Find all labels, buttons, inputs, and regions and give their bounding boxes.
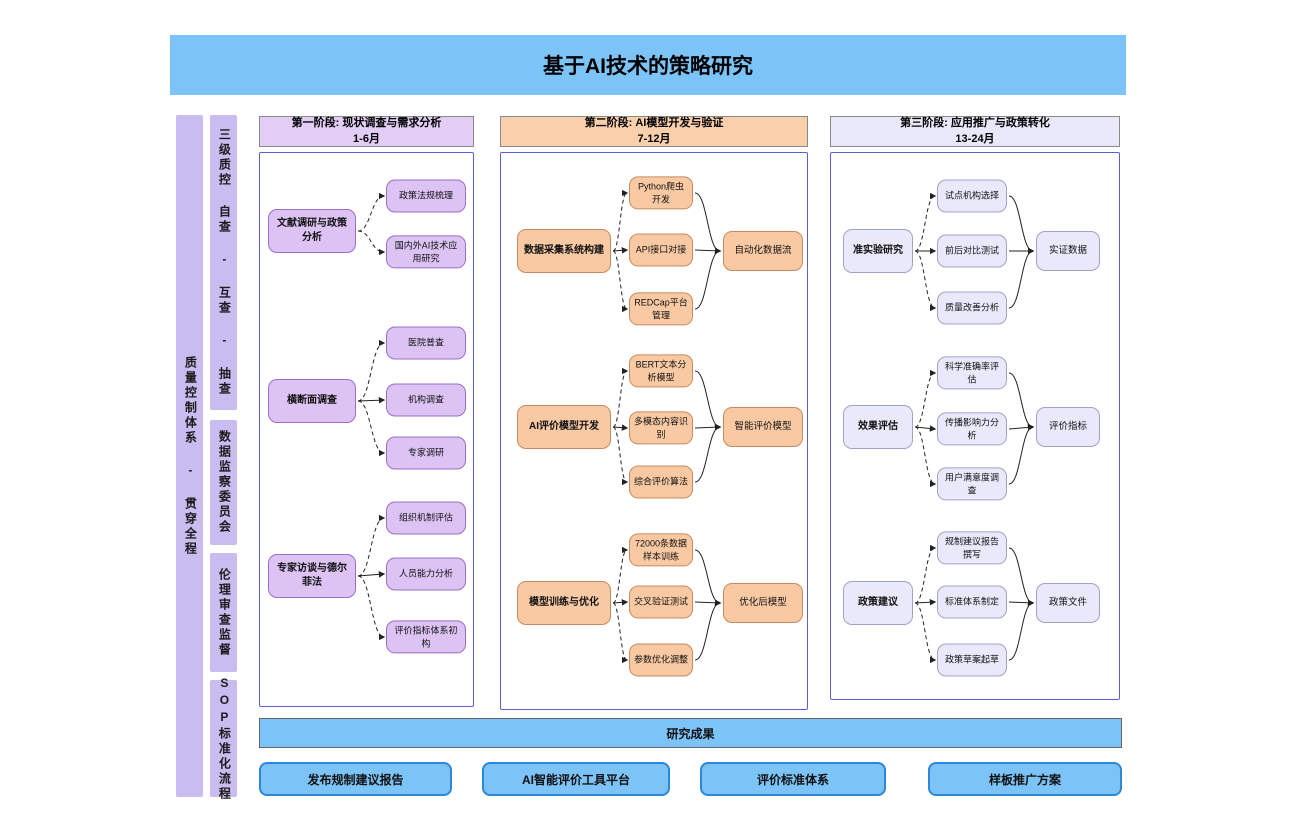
phase-1-period: 1-6月 <box>353 132 380 145</box>
flow-child-node: API接口对接 <box>629 233 693 267</box>
flow-child-node: 政策法规梳理 <box>386 179 466 213</box>
flow-child-node: 综合评价算法 <box>629 465 693 499</box>
flow-child-node: 72000条数据样本训练 <box>629 533 693 567</box>
phase-2-flow-box: 数据采集系统构建 Python爬虫开发 API接口对接 REDCap平台管理自动化数据… <box>500 152 808 710</box>
flow-result-node: 政策文件 <box>1036 583 1100 623</box>
qc-segment-label: SOP标准化流程 <box>217 675 232 802</box>
flow-child-node: 用户满意度调查 <box>937 467 1007 501</box>
flow-child-node: 专家调研 <box>386 436 466 470</box>
flow-parent-node: 文献调研与政策分析 <box>268 209 356 253</box>
qc-segment-three-level: 三级质控 自查 - 互查 - 抽查 <box>210 115 237 410</box>
flow-child-node: 组织机制评估 <box>386 501 466 535</box>
phase-1-header: 第一阶段: 现状调查与需求分析 1-6月 <box>259 116 474 147</box>
qc-segment-sop: SOP标准化流程 <box>210 676 237 802</box>
page-title: 基于AI技术的策略研究 <box>170 35 1126 95</box>
flow-edges <box>914 192 1035 664</box>
phase-3-flow-box: 准实验研究试点机构选择前后对比测试质量改善分析实证数据效果评估科学准确率评估传播… <box>830 152 1120 700</box>
quality-control-label: 质量控制体系 - 贯穿全程 <box>183 355 198 557</box>
phase-1-flow-box: 文献调研与政策分析政策法规梳理国内外AI技术应用研究横断面调查医院普查机构调查专… <box>259 152 474 707</box>
flow-child-node: 国内外AI技术应用研究 <box>386 235 466 269</box>
phase-2-title: 第二阶段: AI模型开发与验证 <box>584 116 724 129</box>
outcome-standard-system: 评价标准体系 <box>700 762 886 796</box>
flow-child-node: REDCap平台管理 <box>629 292 693 326</box>
flow-child-node: BERT文本分析模型 <box>629 354 693 388</box>
phase-3-period: 13-24月 <box>955 132 995 145</box>
phase-3-title: 第三阶段: 应用推广与政策转化 <box>900 116 1050 129</box>
outcome-report: 发布规制建议报告 <box>259 762 452 796</box>
phase-2-header: 第二阶段: AI模型开发与验证 7-12月 <box>500 116 808 147</box>
flow-child-node: 医院普查 <box>386 326 466 360</box>
flow-child-node: 交叉验证测试 <box>629 585 693 619</box>
quality-control-bar: 质量控制体系 - 贯穿全程 <box>176 115 203 797</box>
flow-parent-node: 模型训练与优化 <box>517 581 611 625</box>
flow-result-node: 评价指标 <box>1036 407 1100 447</box>
flow-result-node: 优化后模型 <box>723 583 803 623</box>
flow-child-node: 标准体系制定 <box>937 585 1007 619</box>
flow-child-node: 质量改善分析 <box>937 291 1007 325</box>
flow-child-node: 参数优化调整 <box>629 643 693 677</box>
flow-result-node: 自动化数据流 <box>723 231 803 271</box>
qc-segment-label: 三级质控 自查 - 互查 - 抽查 <box>217 128 232 397</box>
flow-child-node: 规制建议报告撰写 <box>937 531 1007 565</box>
outcomes-header: 研究成果 <box>259 718 1122 748</box>
qc-segment-label: 伦理审查监督 <box>217 567 232 658</box>
outcome-ai-platform: AI智能评价工具平台 <box>482 762 670 796</box>
flow-parent-node: 数据采集系统构建 <box>517 229 611 273</box>
flow-parent-node: 效果评估 <box>843 405 913 449</box>
flow-child-node: 科学准确率评估 <box>937 356 1007 390</box>
flow-child-node: 传播影响力分析 <box>937 412 1007 446</box>
flow-child-node: 多模态内容识别 <box>629 411 693 445</box>
qc-segment-data-monitor: 数据监察委员会 <box>210 420 237 545</box>
qc-segment-label: 数据监察委员会 <box>217 430 232 535</box>
flow-child-node: Python爬虫开发 <box>629 176 693 210</box>
outcome-promotion-plan: 样板推广方案 <box>928 762 1122 796</box>
flow-result-node: 智能评价模型 <box>723 407 803 447</box>
flow-child-node: 试点机构选择 <box>937 179 1007 213</box>
flow-edges <box>357 192 386 641</box>
flow-child-node: 政策草案起草 <box>937 643 1007 677</box>
flow-child-node: 评价指标体系初构 <box>386 620 466 654</box>
phase-3-header: 第三阶段: 应用推广与政策转化 13-24月 <box>830 116 1120 147</box>
phase-2-period: 7-12月 <box>637 132 671 145</box>
flow-child-node: 机构调查 <box>386 383 466 417</box>
flow-child-node: 前后对比测试 <box>937 234 1007 268</box>
phase-1-title: 第一阶段: 现状调查与需求分析 <box>291 116 442 129</box>
flow-parent-node: 准实验研究 <box>843 229 913 273</box>
flow-parent-node: 政策建议 <box>843 581 913 625</box>
flow-result-node: 实证数据 <box>1036 231 1100 271</box>
flow-parent-node: AI评价模型开发 <box>517 405 611 449</box>
qc-segment-ethics: 伦理审查监督 <box>210 553 237 672</box>
flow-parent-node: 专家访谈与德尔菲法 <box>268 554 356 598</box>
flow-edges <box>612 189 722 664</box>
flow-parent-node: 横断面调查 <box>268 379 356 423</box>
flow-child-node: 人员能力分析 <box>386 557 466 591</box>
